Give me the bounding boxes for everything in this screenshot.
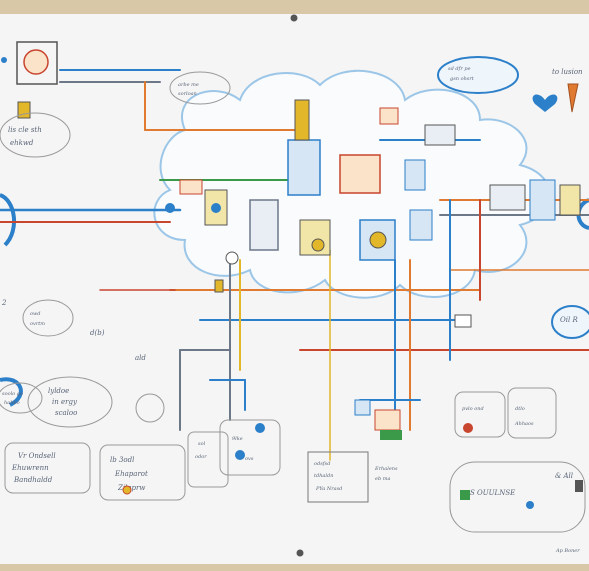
svg-text:d(b): d(b): [90, 329, 105, 337]
board-screw-bottom: [296, 549, 304, 557]
note-bubble-top-left: [0, 112, 71, 158]
carrot-icon: [567, 83, 579, 113]
svg-text:sorloan: sorloan: [178, 91, 197, 97]
note-box-bottom-center: [307, 451, 369, 503]
svg-text:eb ma: eb ma: [375, 476, 390, 482]
svg-text:ovs: ovs: [245, 456, 254, 462]
svg-text:sd dfr pe: sd dfr pe: [448, 66, 471, 72]
svg-text:soolo go: soolo go: [2, 391, 23, 397]
svg-text:Ahhaos: Ahhaos: [514, 421, 534, 427]
svg-text:hahbo: hahbo: [4, 400, 20, 406]
svg-text:& All: & All: [555, 472, 573, 480]
svg-text:lb 3odl: lb 3odl: [110, 456, 134, 464]
svg-text:Vr Ondsell: Vr Ondsell: [18, 452, 56, 460]
note-box-bottom-left: [4, 442, 91, 494]
pipe-network: [0, 69, 589, 461]
svg-text:Ehuwrenn: Ehuwrenn: [11, 464, 49, 472]
central-machinery: [165, 99, 581, 440]
svg-text:odsfsd: odsfsd: [314, 461, 330, 467]
svg-text:sol: sol: [198, 441, 206, 447]
top-left-dot: [1, 57, 7, 63]
svg-text:ehkwd: ehkwd: [10, 139, 34, 147]
svg-text:odor: odor: [195, 454, 207, 460]
svg-text:Zilaprw: Zilaprw: [117, 484, 145, 492]
svg-text:S OUULNSE: S OUULNSE: [470, 489, 515, 497]
svg-text:gsn ohsrt: gsn ohsrt: [450, 76, 475, 82]
svg-text:Erhalens: Erhalens: [374, 466, 398, 472]
board-screw-top: [290, 14, 298, 22]
svg-text:in ergy: in ergy: [52, 398, 78, 406]
note-box-center: [219, 419, 281, 476]
note-bubble-top-mid: [169, 71, 231, 105]
svg-text:ald: ald: [135, 354, 146, 362]
note-box-right-mid: [454, 391, 506, 438]
heart-icon: [532, 94, 558, 112]
note-bubble-left-mid: [22, 299, 74, 337]
note-bubble-energy: [27, 376, 113, 428]
svg-text:owd: owd: [30, 311, 41, 317]
note-top-right: to lusion: [552, 68, 583, 76]
svg-text:PYa Nrasd: PYa Nrasd: [315, 486, 342, 492]
top-left-tank: [23, 49, 49, 75]
svg-text:lis cle sth: lis cle sth: [8, 126, 42, 134]
svg-text:2: 2: [1, 299, 7, 307]
svg-text:Ehaparot: Ehaparot: [114, 470, 148, 478]
svg-text:tdhaldn: tdhaldn: [314, 473, 333, 479]
note-box-bottom-right: [449, 461, 586, 533]
svg-text:ovrtm: ovrtm: [30, 321, 45, 327]
left-blue-swoosh-2: [0, 377, 23, 407]
note-box-right-mid-2: [507, 387, 557, 439]
svg-text:9lke: 9lke: [232, 436, 243, 442]
note-bubble-valve: [135, 393, 165, 423]
signature: Ap Boner: [555, 548, 580, 554]
note-bubble-right: [551, 305, 589, 339]
note-bubble-top-right: [437, 56, 519, 94]
svg-text:Oil R: Oil R: [560, 316, 578, 324]
top-left-frame: [16, 41, 58, 85]
svg-text:arbe me: arbe me: [178, 82, 199, 88]
svg-text:scaloo: scaloo: [55, 409, 77, 417]
note-box-bottom-mid-left: [99, 444, 186, 501]
svg-text:Bandhaldd: Bandhaldd: [13, 476, 53, 484]
svg-text:dtlo: dtlo: [515, 406, 525, 412]
left-blue-swoosh: [0, 193, 17, 247]
svg-text:pvlo ond: pvlo ond: [462, 406, 484, 412]
svg-text:lyldoe: lyldoe: [48, 387, 69, 395]
note-box-center-left: [187, 431, 229, 488]
note-bubble-left-small: [0, 382, 43, 414]
